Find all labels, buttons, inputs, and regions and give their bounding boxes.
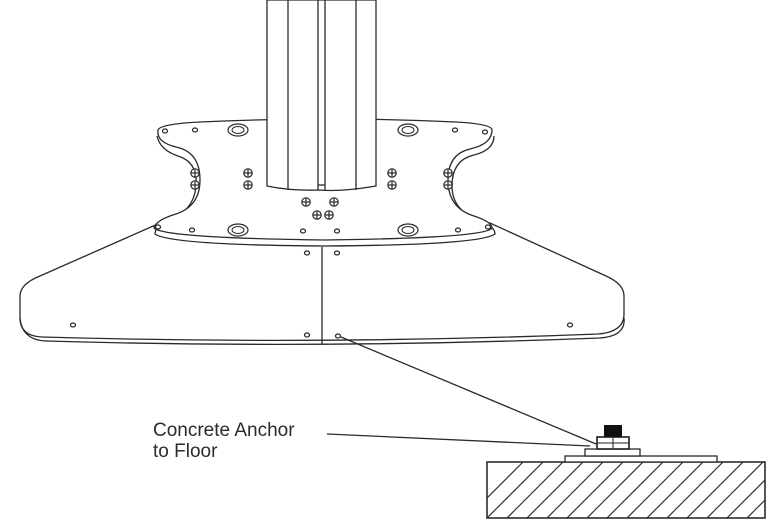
leader-line-anchor xyxy=(340,336,597,445)
base-foot xyxy=(19,222,625,346)
leader-line-label xyxy=(326,433,591,447)
concrete-slab xyxy=(486,461,766,519)
anchor-bolt-icon xyxy=(564,425,718,463)
foot-holes xyxy=(69,250,574,339)
callout-line-2: to Floor xyxy=(153,441,218,462)
callout-line-1: Concrete Anchor xyxy=(153,420,295,441)
callout-label: Concrete Anchor to Floor xyxy=(153,420,295,462)
column xyxy=(266,0,377,192)
